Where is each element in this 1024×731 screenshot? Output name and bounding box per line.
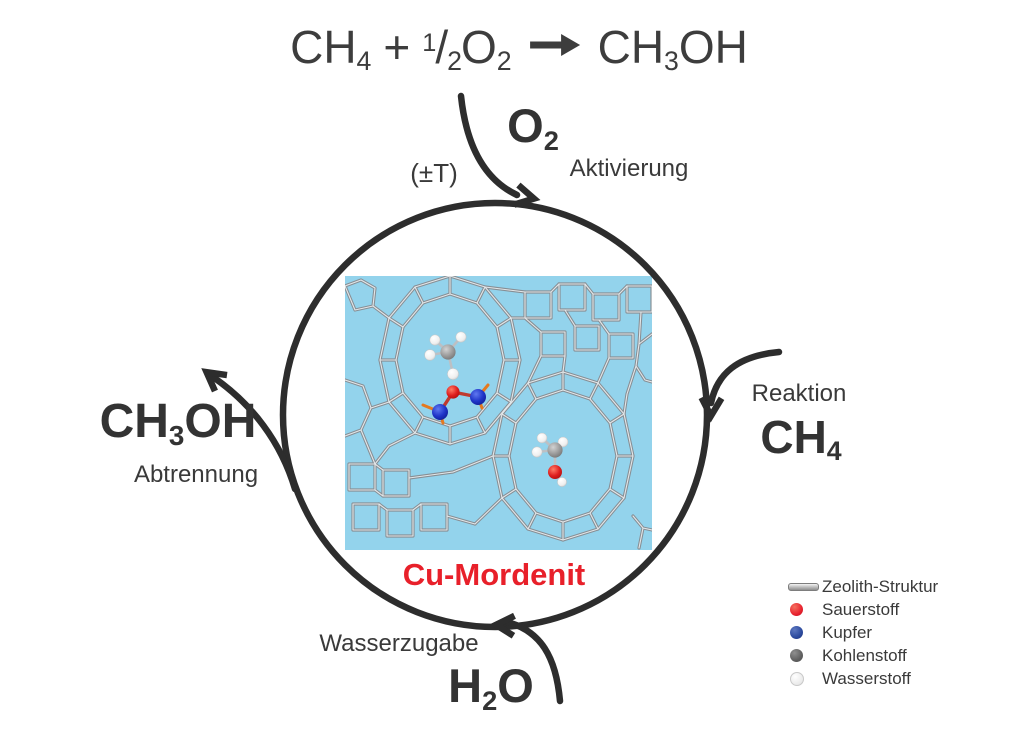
copper-dot-icon xyxy=(790,626,803,639)
reaction-equation: CH4 + 1/2 O2 CH3OH xyxy=(290,21,748,77)
legend-item-carbon: Kohlenstoff xyxy=(788,645,938,665)
arrowhead-right xyxy=(701,398,722,417)
zeolite-framework-graphic xyxy=(345,276,652,550)
legend-item-copper: Kupfer xyxy=(788,622,938,642)
equation-arrow-icon xyxy=(529,34,580,56)
h2o-input-label: H2O xyxy=(448,659,534,716)
arrowhead-top xyxy=(514,185,536,208)
legend-item-zeolite: Zeolith-Struktur xyxy=(788,576,939,596)
legend-item-hydrogen: Wasserstoff xyxy=(788,668,938,688)
ch3oh-output-label: CH3OH xyxy=(99,395,257,451)
legend: Zeolith-Struktur Sauerstoff Kupfer Kohle… xyxy=(788,576,939,693)
zeolite-rod-icon xyxy=(788,582,819,591)
ch4-input-label: CH4 xyxy=(760,411,842,467)
temperature-note: (±T) xyxy=(410,158,458,188)
legend-label: Kupfer xyxy=(822,622,873,642)
legend-label: Wasserstoff xyxy=(822,668,911,688)
carbon-dot-icon xyxy=(790,649,803,662)
o2-input-label: O2 xyxy=(507,99,559,156)
reaktion-step-label: Reaktion xyxy=(751,380,847,407)
catalyst-image xyxy=(345,276,652,550)
methane-molecule-graphic xyxy=(424,331,467,380)
legend-label: Zeolith-Struktur xyxy=(822,576,939,596)
legend-label: Kohlenstoff xyxy=(822,645,907,665)
wasserzugabe-step-label: Wasserzugabe xyxy=(319,630,479,657)
hydrogen-dot-icon xyxy=(790,671,804,686)
catalyst-label: Cu-Mordenit xyxy=(402,557,586,592)
arrowhead-bottom xyxy=(495,615,514,636)
arrowhead-exit xyxy=(201,364,227,391)
abtrennung-step-label: Abtrennung xyxy=(133,461,259,488)
legend-item-oxygen: Sauerstoff xyxy=(788,599,938,619)
aktivierung-step-label: Aktivierung xyxy=(569,155,689,182)
legend-label: Sauerstoff xyxy=(822,599,900,619)
oxygen-dot-icon xyxy=(790,603,803,616)
methanol-molecule-graphic xyxy=(531,432,569,487)
